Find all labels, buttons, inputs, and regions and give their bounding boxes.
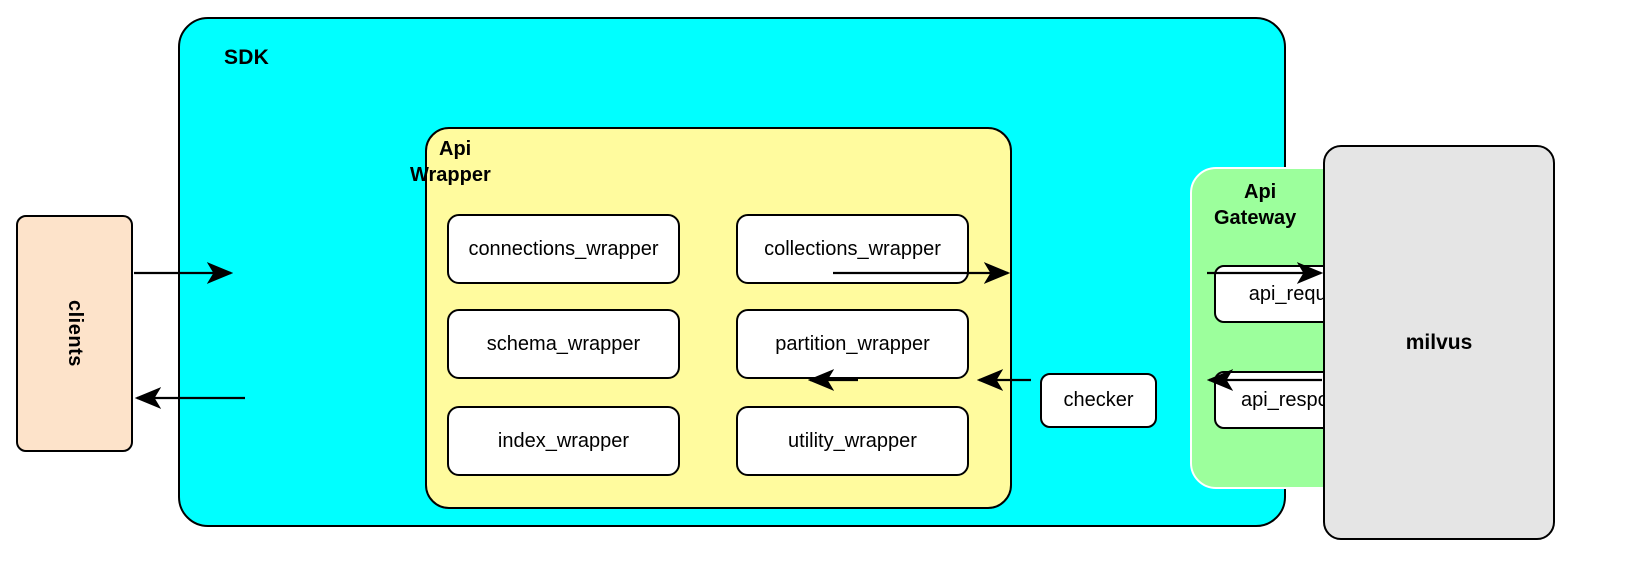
sdk-container[interactable]: SDK Api Wrapper connections_wrapper coll… (178, 17, 1418, 527)
clients-label: clients (64, 300, 86, 367)
api-gateway-label-line1: Api (1244, 181, 1277, 203)
node-partition-wrapper[interactable]: partition_wrapper (736, 309, 969, 379)
clients-node[interactable]: clients (16, 215, 133, 452)
sdk-label: SDK (224, 46, 269, 69)
node-schema-wrapper[interactable]: schema_wrapper (447, 309, 680, 379)
api-wrapper-label: Api Wrapper (410, 136, 589, 188)
api-wrapper-label-line1: Api (439, 138, 472, 160)
node-utility-wrapper[interactable]: utility_wrapper (736, 406, 969, 476)
api-wrapper-container[interactable]: Api Wrapper connections_wrapper collecti… (410, 127, 1012, 509)
api-gateway-label-line2: Gateway (1214, 207, 1297, 229)
api-gateway-label: Api Gateway (1214, 179, 1384, 231)
node-connections-wrapper[interactable]: connections_wrapper (447, 214, 680, 284)
node-checker[interactable]: checker (1040, 373, 1157, 428)
node-index-wrapper[interactable]: index_wrapper (447, 406, 680, 476)
api-wrapper-label-line2: Wrapper (410, 164, 491, 186)
milvus-node[interactable]: milvus (1323, 145, 1555, 540)
